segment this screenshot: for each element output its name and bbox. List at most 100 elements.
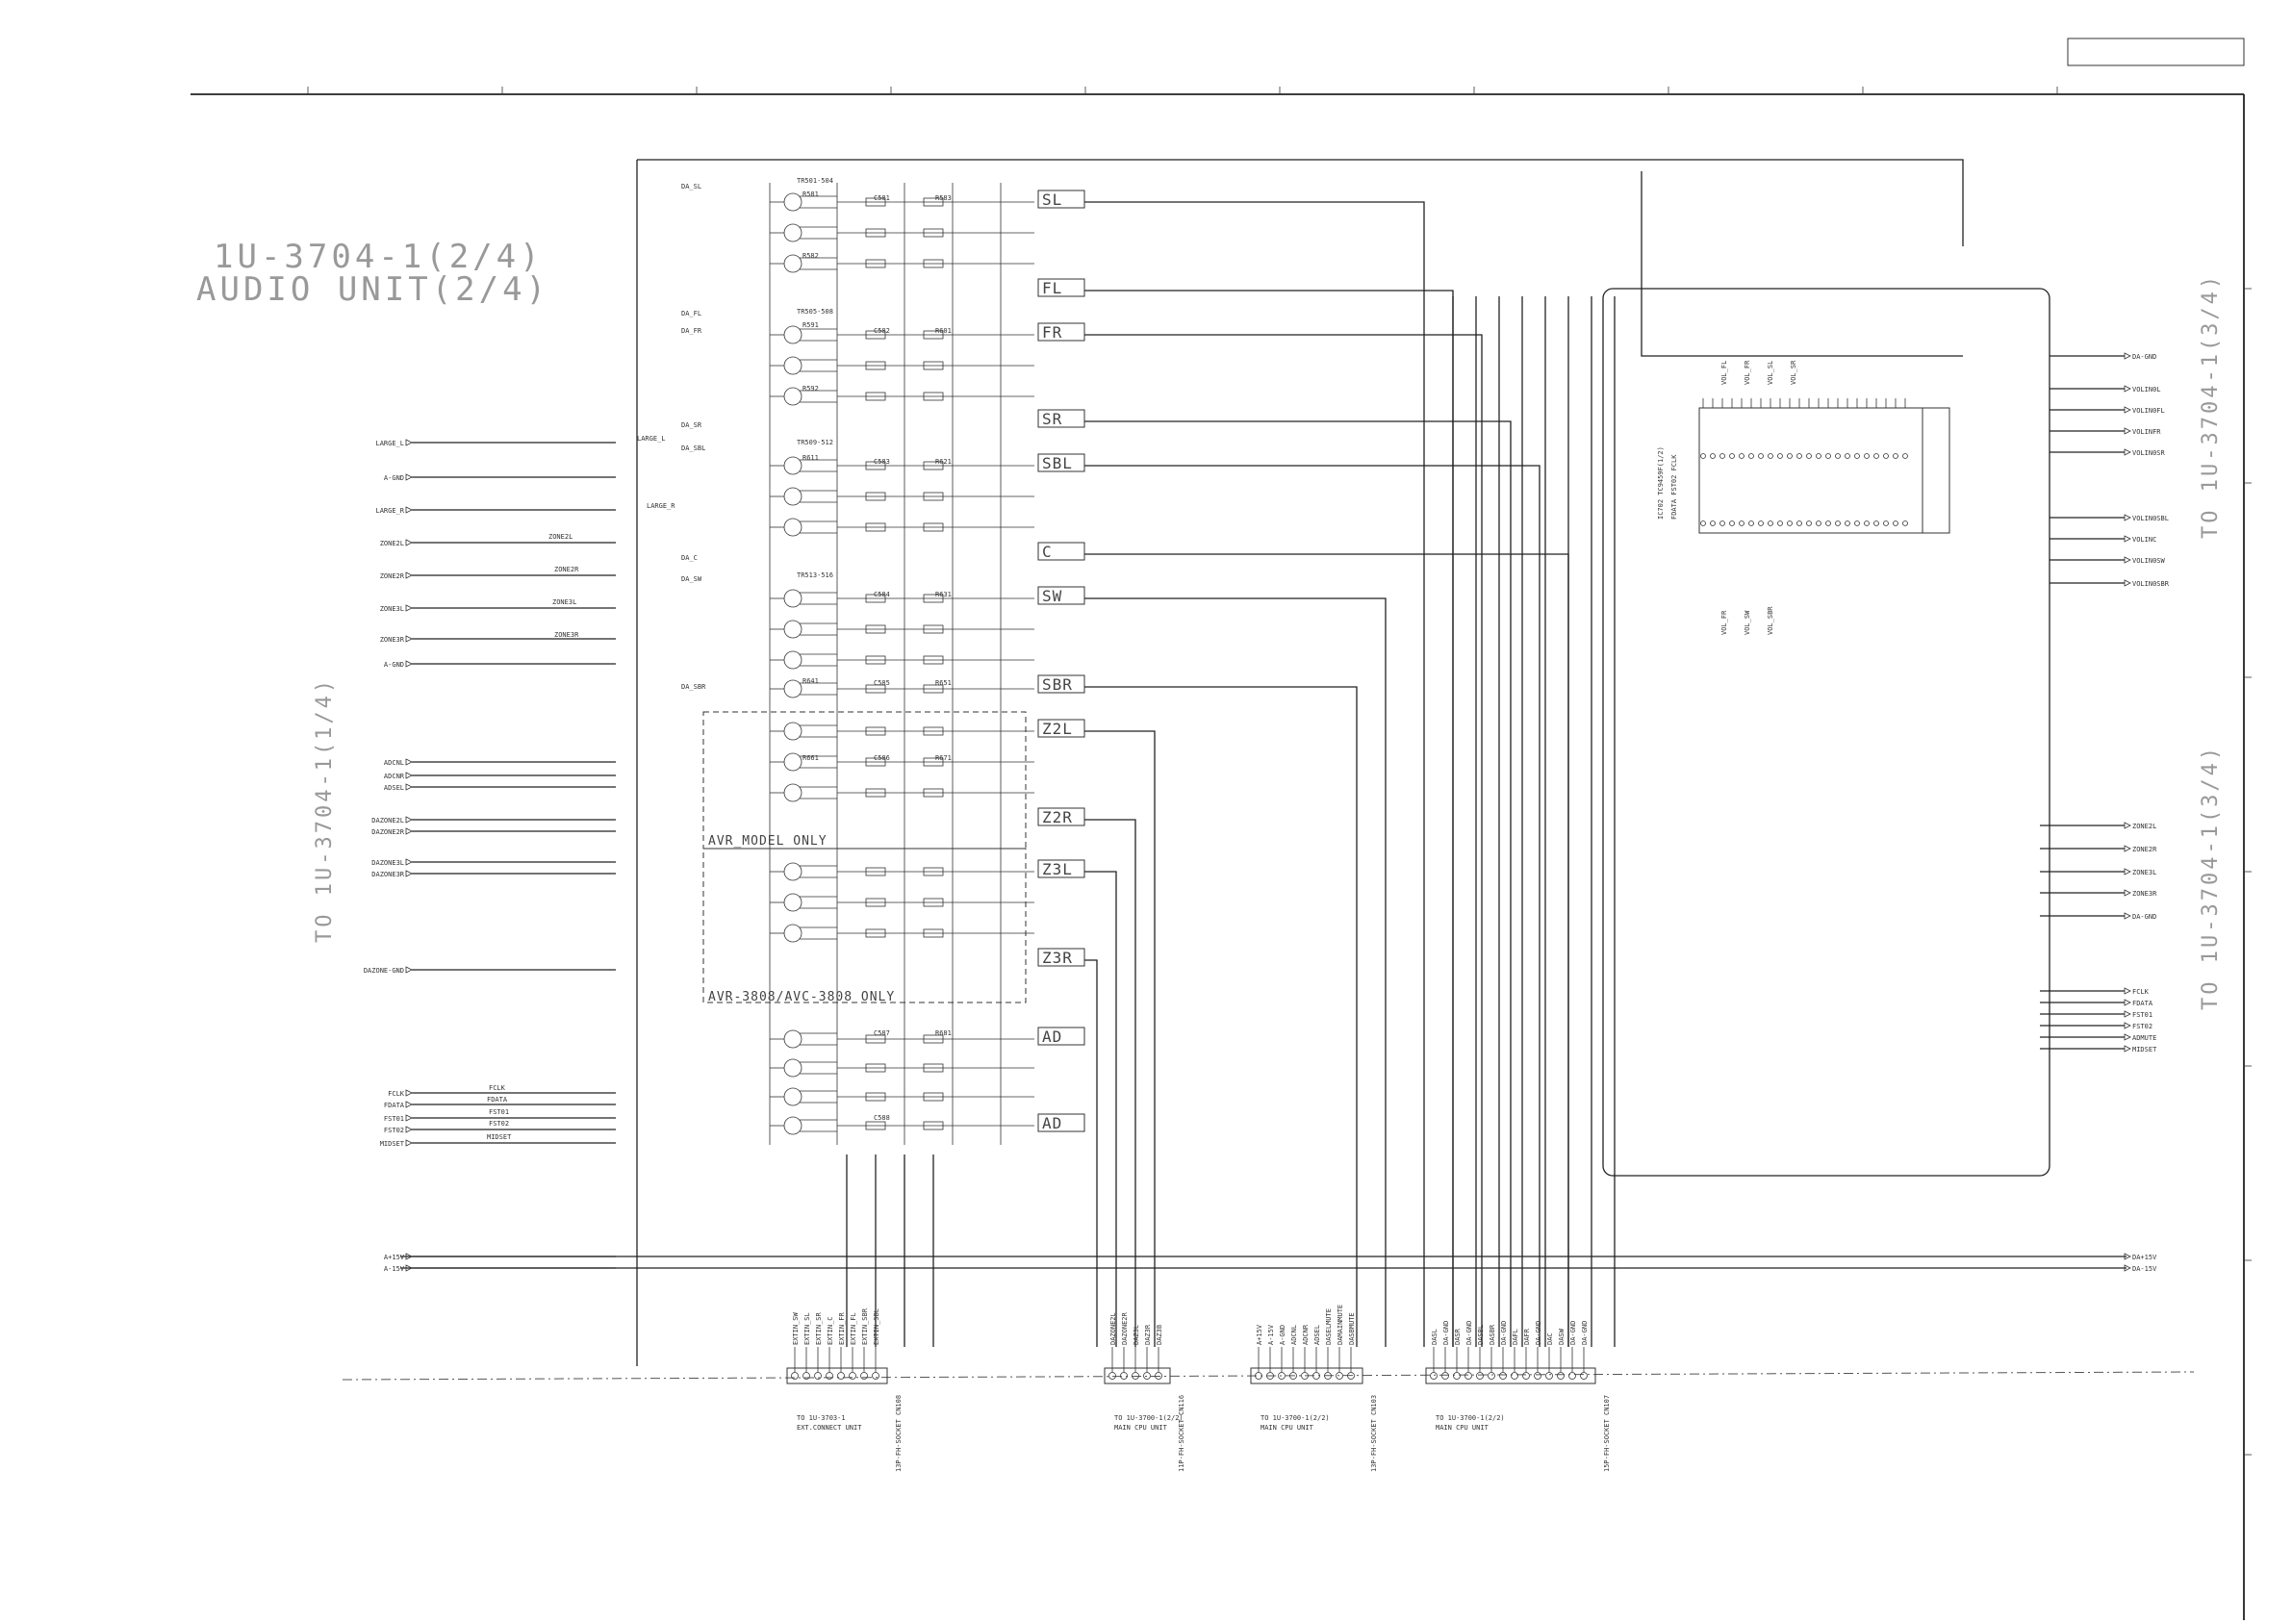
port-arrow bbox=[2124, 1045, 2131, 1053]
connector-ref: 11P-FH-SOCKET CN116 bbox=[1178, 1395, 1185, 1472]
right-port-label: DA-GND bbox=[2132, 353, 2156, 361]
feed-line-3 bbox=[1084, 420, 1512, 1347]
port-arrow bbox=[405, 827, 413, 835]
port-arrow bbox=[405, 1139, 413, 1147]
part-label: R601 bbox=[935, 327, 952, 335]
right-port-label: ZONE3L bbox=[2132, 869, 2156, 876]
feed-line-10 bbox=[1084, 871, 1117, 1347]
channel-net-label: DA_SBR bbox=[681, 683, 706, 691]
transistor-4 bbox=[783, 356, 802, 375]
ic-pin-dot bbox=[1787, 520, 1793, 526]
channel-label-box bbox=[1037, 1113, 1085, 1132]
part-label: R591 bbox=[802, 321, 819, 329]
ic-pin-dot bbox=[1854, 520, 1860, 526]
connector-pin-label: DA-GND bbox=[1535, 1321, 1542, 1345]
channel-net-labels: DA_SLDA_FLDA_FRDA_SRDA_SBLDA_CDA_SWDA_SB… bbox=[681, 183, 706, 691]
connector-pin-label: EXTIN_SW bbox=[792, 1311, 800, 1345]
ic-pin-dot bbox=[1835, 520, 1841, 526]
ic-pin-dot bbox=[1806, 520, 1812, 526]
channel-net-label: DA_SW bbox=[681, 575, 702, 583]
part-label: R581 bbox=[802, 190, 819, 198]
right-side-label-upper: TO 1U-3704-1(3/4) bbox=[2199, 273, 2223, 539]
connector-pin bbox=[1511, 1372, 1518, 1380]
ic-pin-dot bbox=[1864, 453, 1870, 459]
connector-pin-label: DASBL bbox=[1477, 1325, 1485, 1345]
connector-pin bbox=[1488, 1372, 1495, 1380]
connector-pin bbox=[1266, 1372, 1274, 1380]
avr-model-region bbox=[702, 711, 1027, 850]
transistor-7 bbox=[783, 487, 802, 506]
channel-label-text: SW bbox=[1042, 587, 1062, 605]
ic-vol-top-label: VOL_FR bbox=[1744, 360, 1751, 385]
transistor-9 bbox=[783, 589, 802, 608]
right-port-label: FST01 bbox=[2132, 1011, 2152, 1019]
channel-label-box bbox=[1037, 948, 1085, 967]
right-port-label: FCLK bbox=[2132, 988, 2150, 996]
left-port-label: FCLK bbox=[388, 1090, 405, 1098]
channel-label-box bbox=[1037, 859, 1085, 878]
channel-label-6: SW bbox=[1037, 586, 1085, 605]
part-label: C587 bbox=[874, 1029, 890, 1037]
part-label: C584 bbox=[874, 591, 890, 598]
part-label: C588 bbox=[874, 1114, 890, 1122]
port-arrow bbox=[405, 816, 413, 824]
volume-ic-body bbox=[1698, 407, 1923, 534]
port-arrow bbox=[405, 635, 413, 643]
ic-pin-dot bbox=[1758, 453, 1764, 459]
connector-dest-line1: TO 1U-3700-1(2/2) bbox=[1436, 1414, 1505, 1422]
left-port-label: DAZONE2L bbox=[371, 817, 404, 825]
ic-pin-dot bbox=[1883, 520, 1889, 526]
avr-avc-region bbox=[702, 848, 1027, 1003]
left-net-label: FST02 bbox=[489, 1120, 509, 1128]
port-arrow bbox=[405, 1101, 413, 1108]
port-arrow bbox=[2124, 987, 2131, 995]
power-port-label: DA-15V bbox=[2132, 1265, 2157, 1273]
port-arrow bbox=[405, 858, 413, 866]
connector-pin bbox=[1336, 1372, 1343, 1380]
port-arrow bbox=[2124, 535, 2131, 543]
port-arrow bbox=[2124, 385, 2131, 393]
connector-pin bbox=[1312, 1372, 1320, 1380]
channel-label-1: FL bbox=[1037, 278, 1085, 297]
left-port-label: A-GND bbox=[384, 661, 404, 669]
transistor-17 bbox=[783, 893, 802, 912]
left-port-labels: LARGE_LA-GNDLARGE_RZONE2LZONE2RZONE3LZON… bbox=[364, 439, 413, 1273]
part-label: C583 bbox=[874, 458, 890, 466]
connector-body bbox=[1104, 1367, 1171, 1384]
ic-pin-dot bbox=[1816, 453, 1821, 459]
connector-pin-label: DA-GND bbox=[1442, 1321, 1450, 1345]
ic-vol-bottom-label: VOL_SBR bbox=[1767, 606, 1774, 635]
channel-label-text: AD bbox=[1042, 1028, 1062, 1046]
port-arrow bbox=[405, 1114, 413, 1122]
connector-pin bbox=[814, 1372, 822, 1380]
ic-pin-dot bbox=[1835, 453, 1841, 459]
connector-pin-label: EXTIN_SBR bbox=[861, 1307, 869, 1345]
connector-pin bbox=[1568, 1372, 1576, 1380]
ic-pin-dot bbox=[1777, 453, 1783, 459]
part-label: R583 bbox=[935, 194, 952, 202]
connector-pin-label: A-15V bbox=[1267, 1324, 1275, 1345]
ic-pin-dot bbox=[1700, 520, 1706, 526]
connector-pin-label: DAZ3R bbox=[1144, 1324, 1152, 1345]
ic-vol-bottom-label: VOL_SW bbox=[1744, 610, 1751, 635]
channel-label-9: Z2R bbox=[1037, 807, 1085, 826]
sheet-title-line1: 1U-3704-1(2/4) bbox=[214, 238, 544, 276]
port-arrow bbox=[2124, 1010, 2131, 1018]
volume-ic-core bbox=[1922, 407, 1950, 534]
left-port-label: ZONE2L bbox=[380, 540, 404, 547]
connector-pin bbox=[802, 1372, 810, 1380]
channel-label-text: Z2L bbox=[1042, 720, 1073, 738]
port-arrow bbox=[2124, 822, 2131, 829]
connector-pin bbox=[1580, 1372, 1588, 1380]
channel-net-label: DA_FR bbox=[681, 327, 702, 335]
right-port-label: VOLINFR bbox=[2132, 428, 2161, 436]
title-block-box bbox=[2067, 38, 2245, 66]
left-net-label: ZONE2L bbox=[548, 533, 573, 541]
right-port-label: ADMUTE bbox=[2132, 1034, 2156, 1042]
channel-label-4: SBL bbox=[1037, 453, 1085, 472]
right-port-label: VOLIN0SR bbox=[2132, 449, 2166, 457]
